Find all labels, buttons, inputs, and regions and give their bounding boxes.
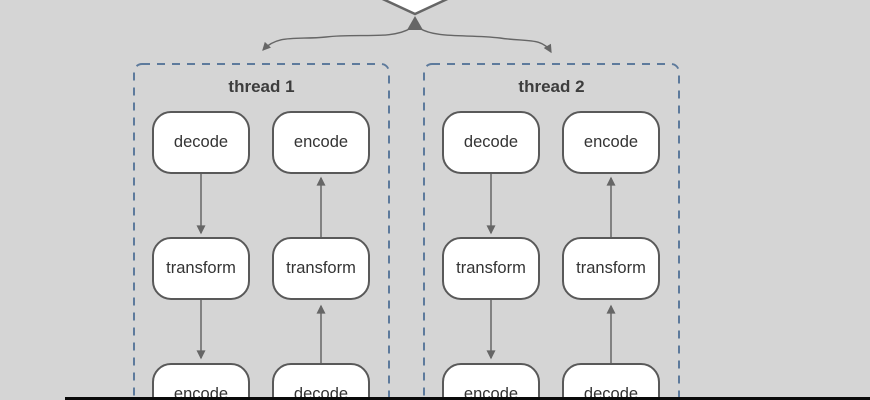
connector-diamond-thread2 [418, 27, 552, 54]
thread1-title: thread 1 [228, 77, 295, 96]
thread1-node-transform-right: transform [272, 237, 370, 300]
thread1-node-encode-top: encode [272, 111, 370, 174]
thread2-node-encode-top: encode [562, 111, 660, 174]
thread2-node-encode-bottom: encode [442, 363, 540, 400]
thread1-node-decode-top: decode [152, 111, 250, 174]
arrowhead-into-diamond [407, 16, 423, 30]
bottom-edge-bar [65, 397, 870, 400]
thread1-node-decode-bottom: decode [272, 363, 370, 400]
diamond-shape [381, 0, 449, 16]
thread1-node-encode-bottom: encode [152, 363, 250, 400]
connector-diamond-thread1 [262, 27, 412, 51]
thread2-node-transform-left: transform [442, 237, 540, 300]
thread2-node-decode-top: decode [442, 111, 540, 174]
thread2-node-decode-bottom: decode [562, 363, 660, 400]
thread2-node-transform-right: transform [562, 237, 660, 300]
thread2-title: thread 2 [518, 77, 585, 96]
thread1-node-transform-left: transform [152, 237, 250, 300]
